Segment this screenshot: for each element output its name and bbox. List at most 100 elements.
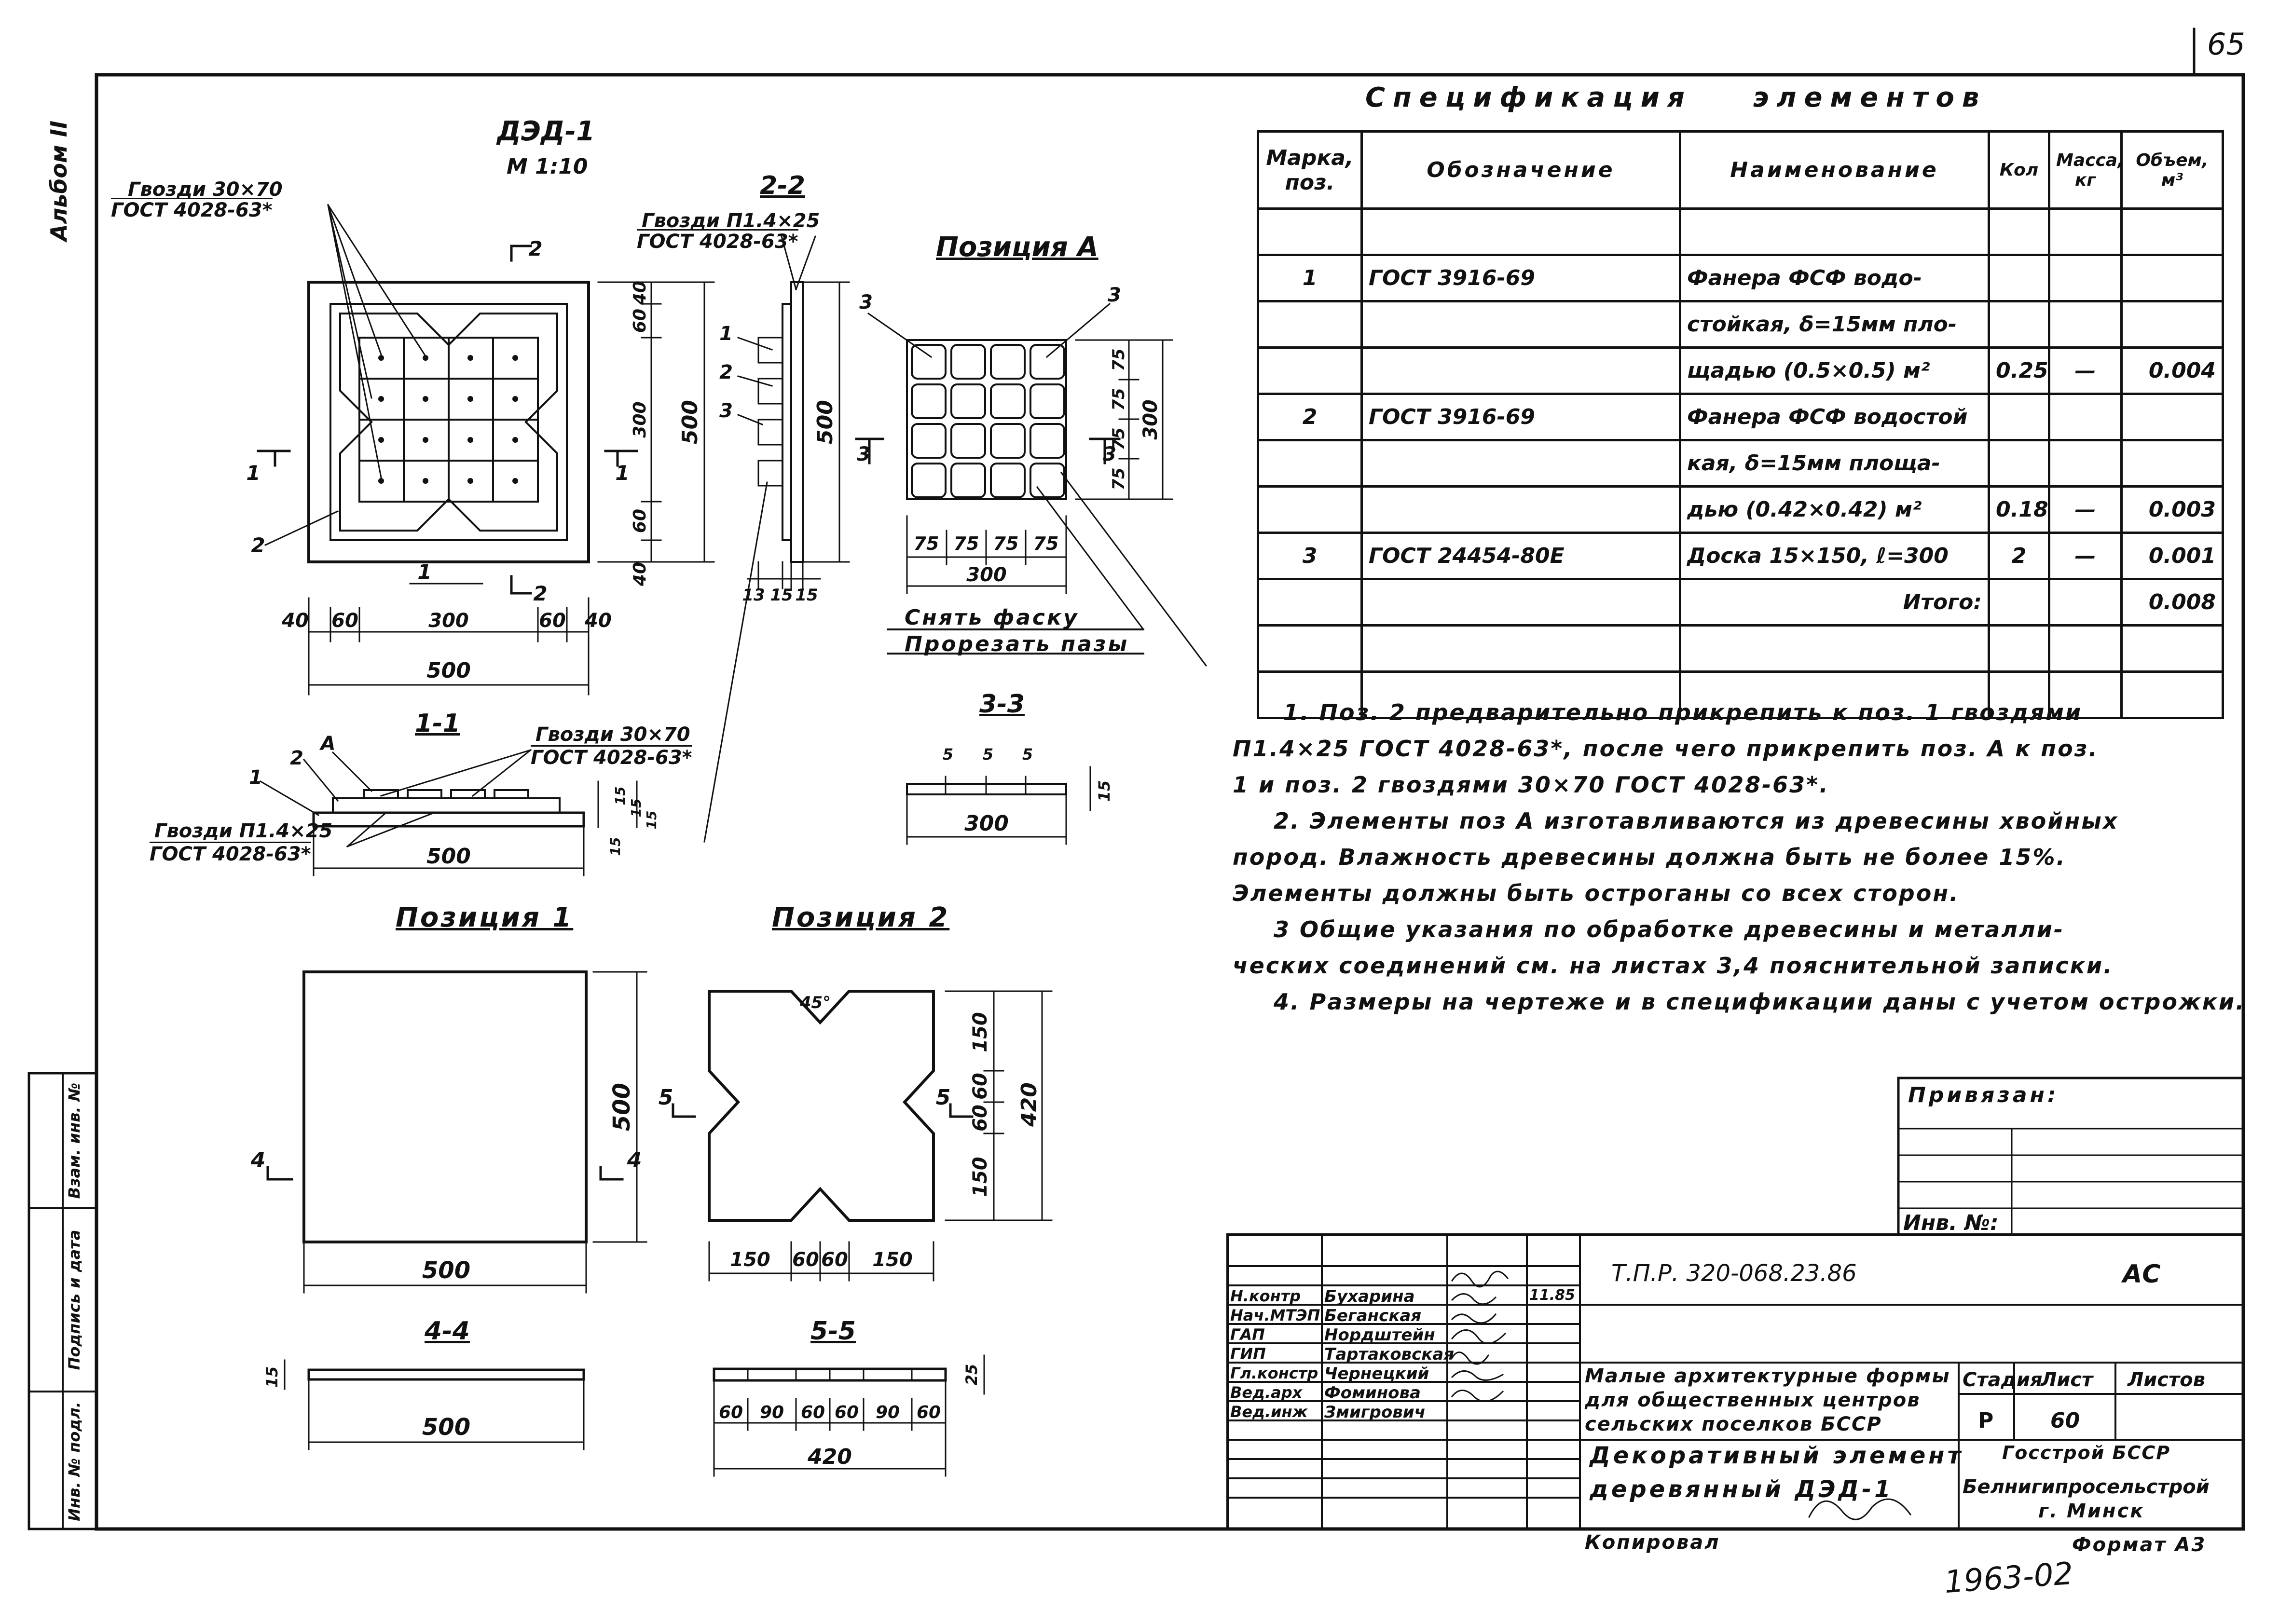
project-title-1: Малые архитектурные формы [1585,1365,1950,1387]
format-label: Формат А3 [2072,1534,2207,1556]
dimension-label: 15 [607,837,623,856]
dimension-label: 500 [608,1083,635,1131]
staff-role: Вед.инж [1230,1403,1308,1421]
staff-role: ГИП [1230,1345,1266,1363]
spec-row [1257,670,2224,719]
spec-cell: — [2048,485,2123,534]
spec-cell: ГОСТ 3916-69 [1360,254,1681,302]
staff-name: Тартаковская [1324,1345,1455,1364]
spec-cell [1257,624,1363,673]
spec-cell: щадью (0.5×0.5) м² [1679,346,1990,395]
note-line: П1.4×25 ГОСТ 4028-63*, после чего прикре… [1233,736,2099,762]
position-label: 2 [251,533,265,557]
staff-role: Нач.МТЭП [1230,1306,1320,1324]
spec-header-cell: Марка, поз. [1257,130,1363,210]
dimension-label: 75 [1109,388,1128,410]
section-5-5-title: 5-5 [810,1317,856,1346]
dimension-label: 500 [422,1257,470,1284]
doc-code: Т.П.Р. 320-068.23.86 [1611,1260,1857,1287]
spec-cell [1360,300,1681,349]
position-label: 2 [719,361,733,383]
position-2-title: Позиция 2 [772,902,950,933]
note-line: ческих соединений см. на листах 3,4 пояс… [1233,953,2114,979]
position-a-note-1: Снять фаску [905,605,1079,630]
dimension-label: 90 [876,1403,900,1422]
dimension-label: 300 [966,564,1007,586]
org-2: Белнигипросельстрой [1963,1476,2210,1498]
spec-cell [2048,207,2123,256]
dimension-label: 13 [742,586,765,605]
dimension-label: 60 [792,1249,819,1271]
spec-cell: — [2048,346,2123,395]
spec-cell [1257,670,1363,719]
dimension-label: 500 [678,400,702,444]
dimension-label: 300 [428,610,469,632]
spec-cell: ГОСТ 3916-69 [1360,393,1681,441]
spec-cell [1988,207,2050,256]
section-1-1-title: 1-1 [415,709,460,738]
spec-cell: 0.008 [2120,578,2224,627]
note-line: 4. Размеры на чертеже и в спецификации д… [1274,989,2246,1015]
spec-cell: 0.003 [2120,485,2224,534]
spec-cell [2120,624,2224,673]
spec-row: кая, δ=15мм площа- [1257,439,2224,488]
spec-cell [1360,207,1681,256]
spec-title: Спецификация элементов [1365,82,1987,113]
dimension-label: 300 [964,811,1009,836]
sheet-label: Лист [2041,1369,2093,1391]
main-view-scale: М 1:10 [507,154,588,179]
spec-cell: кая, δ=15мм площа- [1679,439,1990,488]
dimension-label: 5 [943,745,953,764]
page-number: 65 [2207,27,2245,62]
dimension-label: 300 [630,401,650,437]
section-mark: 4 [627,1148,642,1173]
project-title-2: для общественных центров [1585,1389,1921,1411]
note-line: пород. Влажность древесины должна быть н… [1233,844,2066,870]
spec-cell [2120,207,2224,256]
spec-cell: 0.001 [2120,532,2224,580]
spec-cell [2120,670,2224,719]
main-nails-label-1: Гвозди 30×70 [128,178,283,201]
section-mark: 1 [615,461,629,485]
section-mark: 4 [250,1148,266,1173]
section-mark: 5 [659,1085,673,1110]
sheet-value: 60 [2050,1408,2080,1433]
spec-cell [2048,670,2123,719]
staff-name: Бухарина [1324,1287,1415,1306]
angle-label: 45° [799,993,831,1012]
section-2-2-nails-1: Гвозди П1.4×25 [642,210,820,232]
spec-cell: дью (0.42×0.42) м² [1679,485,1990,534]
dimension-label: 420 [807,1445,852,1469]
note-line: 3 Общие указания по обработке древесины … [1274,916,2064,942]
dimension-label: 500 [426,658,471,683]
sheet-title-1: Декоративный элемент [1590,1442,1964,1469]
section-mark: 2 [528,237,542,260]
spec-cell [1360,624,1681,673]
section-mark: 5 [936,1085,951,1110]
dimension-label: 15 [795,586,818,605]
spec-cell [1679,670,1990,719]
binding-inv-label: Инв. №: [1903,1211,1999,1235]
dimension-label: 90 [760,1403,784,1422]
spec-cell [2048,578,2123,627]
spec-cell [2048,393,2123,441]
dimension-label: 60 [630,309,650,333]
dimension-label: 75 [1033,533,1059,554]
org-3: г. Минск [2038,1500,2145,1522]
spec-row: стойкая, δ=15мм пло- [1257,300,2224,349]
section-mark: 3 [857,443,870,465]
spec-cell: Доска 15×150, ℓ=300 [1679,532,1990,580]
main-nails-label-2: ГОСТ 4028-63* [111,198,273,221]
spec-cell [1679,624,1990,673]
spec-cell: 2 [1257,393,1363,441]
spec-cell [2120,254,2224,302]
note-line: 2. Элементы поз А изготавливаются из дре… [1274,808,2119,834]
position-label: 3 [1108,284,1121,306]
spec-cell [1257,439,1363,488]
